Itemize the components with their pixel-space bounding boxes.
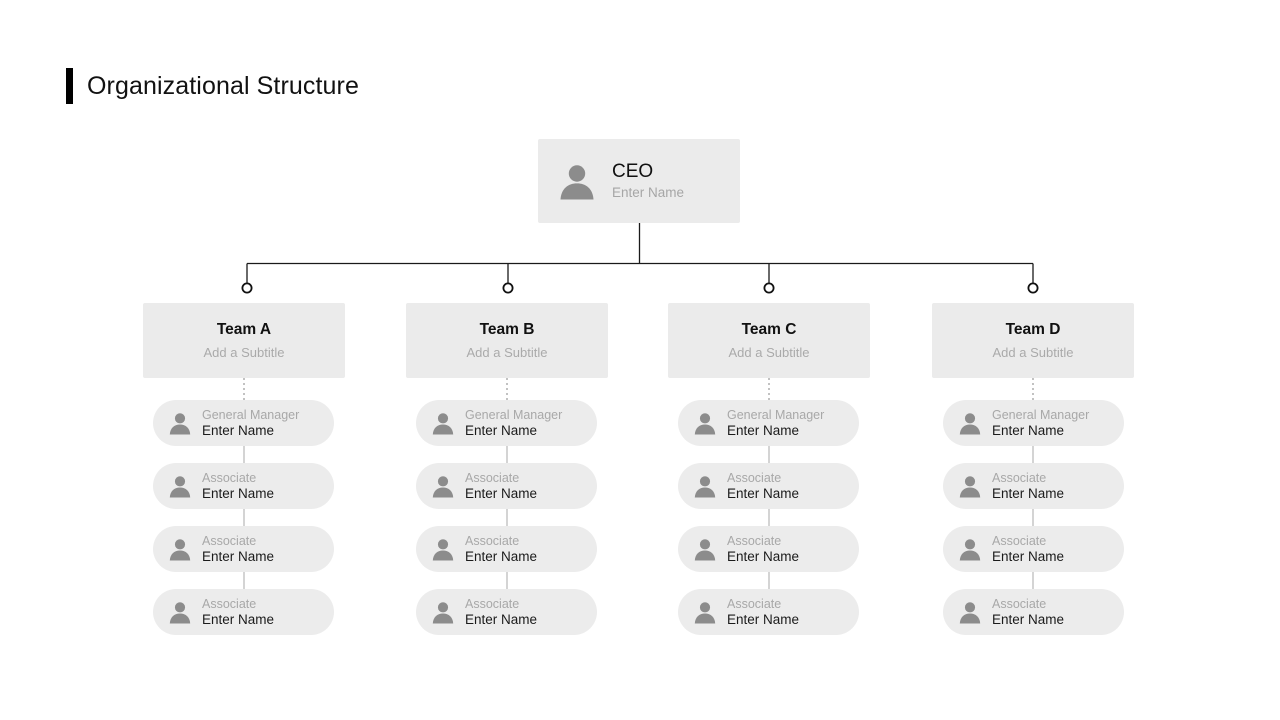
member-role: Associate — [465, 596, 520, 611]
person-icon — [959, 476, 981, 498]
person-icon — [959, 539, 981, 561]
person-icon — [169, 413, 191, 435]
member-role: General Manager — [465, 407, 563, 422]
org-member-pill[interactable]: General Manager Enter Name — [943, 400, 1124, 446]
member-name: Enter Name — [465, 611, 538, 627]
org-member-pill[interactable]: General Manager Enter Name — [153, 400, 334, 446]
person-icon — [694, 539, 716, 561]
team-title: Team B — [479, 320, 535, 338]
member-role: Associate — [992, 533, 1047, 548]
member-role: General Manager — [992, 407, 1090, 422]
org-member-pill[interactable]: Associate Enter Name — [678, 589, 859, 635]
ceo-title: CEO — [612, 160, 654, 182]
org-member-pill[interactable]: Associate Enter Name — [678, 463, 859, 509]
person-icon — [432, 476, 454, 498]
org-member-pill[interactable]: Associate Enter Name — [943, 463, 1124, 509]
member-role: Associate — [992, 596, 1047, 611]
member-role: Associate — [992, 470, 1047, 485]
member-name: Enter Name — [202, 422, 275, 438]
org-member-pill[interactable]: Associate Enter Name — [416, 589, 597, 635]
member-role: Associate — [727, 596, 782, 611]
member-name: Enter Name — [727, 611, 800, 627]
org-member-pill[interactable]: Associate Enter Name — [943, 589, 1124, 635]
person-icon — [560, 165, 594, 200]
person-icon — [432, 602, 454, 624]
member-role: General Manager — [202, 407, 300, 422]
org-member-pill[interactable]: General Manager Enter Name — [678, 400, 859, 446]
org-node-ceo[interactable]: CEO Enter Name — [538, 139, 740, 223]
org-member-pill[interactable]: Associate Enter Name — [416, 526, 597, 572]
org-node-team-c[interactable]: Team C Add a Subtitle — [668, 303, 870, 378]
title-accent-bar — [66, 68, 73, 104]
org-member-pill[interactable]: Associate Enter Name — [678, 526, 859, 572]
org-node-team-b[interactable]: Team B Add a Subtitle — [406, 303, 608, 378]
member-name: Enter Name — [202, 548, 275, 564]
member-role: Associate — [202, 533, 257, 548]
org-member-pill[interactable]: Associate Enter Name — [153, 463, 334, 509]
org-node-team-a[interactable]: Team A Add a Subtitle — [143, 303, 345, 378]
person-icon — [432, 539, 454, 561]
team-title: Team A — [216, 320, 272, 338]
person-icon — [169, 539, 191, 561]
team-title: Team D — [1005, 320, 1061, 338]
person-icon — [432, 413, 454, 435]
member-name: Enter Name — [202, 611, 275, 627]
member-name: Enter Name — [465, 548, 538, 564]
org-member-pill[interactable]: Associate Enter Name — [153, 589, 334, 635]
node-marker-team-a — [241, 282, 253, 294]
member-name: Enter Name — [465, 422, 538, 438]
person-icon — [959, 602, 981, 624]
member-name: Enter Name — [727, 422, 800, 438]
page-title-text: Organizational Structure — [87, 71, 359, 100]
person-icon — [169, 602, 191, 624]
team-subtitle: Add a Subtitle — [728, 344, 810, 360]
ceo-subtitle: Enter Name — [612, 185, 685, 201]
person-icon — [694, 602, 716, 624]
member-role: Associate — [465, 533, 520, 548]
team-subtitle: Add a Subtitle — [466, 344, 548, 360]
member-name: Enter Name — [992, 422, 1065, 438]
person-icon — [694, 476, 716, 498]
member-role: Associate — [202, 470, 257, 485]
member-name: Enter Name — [992, 611, 1065, 627]
member-role: Associate — [727, 470, 782, 485]
org-member-pill[interactable]: Associate Enter Name — [416, 463, 597, 509]
member-name: Enter Name — [202, 485, 275, 501]
page-title: Organizational Structure — [66, 68, 359, 104]
team-title: Team C — [741, 320, 797, 338]
member-name: Enter Name — [727, 548, 800, 564]
member-role: Associate — [465, 470, 520, 485]
org-member-pill[interactable]: Associate Enter Name — [153, 526, 334, 572]
node-marker-team-c — [763, 282, 775, 294]
member-name: Enter Name — [992, 548, 1065, 564]
node-marker-team-d — [1027, 282, 1039, 294]
org-member-pill[interactable]: General Manager Enter Name — [416, 400, 597, 446]
member-name: Enter Name — [727, 485, 800, 501]
team-subtitle: Add a Subtitle — [992, 344, 1074, 360]
member-role: Associate — [727, 533, 782, 548]
org-node-team-d[interactable]: Team D Add a Subtitle — [932, 303, 1134, 378]
member-name: Enter Name — [465, 485, 538, 501]
member-role: General Manager — [727, 407, 825, 422]
member-role: Associate — [202, 596, 257, 611]
person-icon — [694, 413, 716, 435]
org-member-pill[interactable]: Associate Enter Name — [943, 526, 1124, 572]
member-name: Enter Name — [992, 485, 1065, 501]
node-marker-team-b — [502, 282, 514, 294]
team-subtitle: Add a Subtitle — [203, 344, 285, 360]
person-icon — [959, 413, 981, 435]
person-icon — [169, 476, 191, 498]
